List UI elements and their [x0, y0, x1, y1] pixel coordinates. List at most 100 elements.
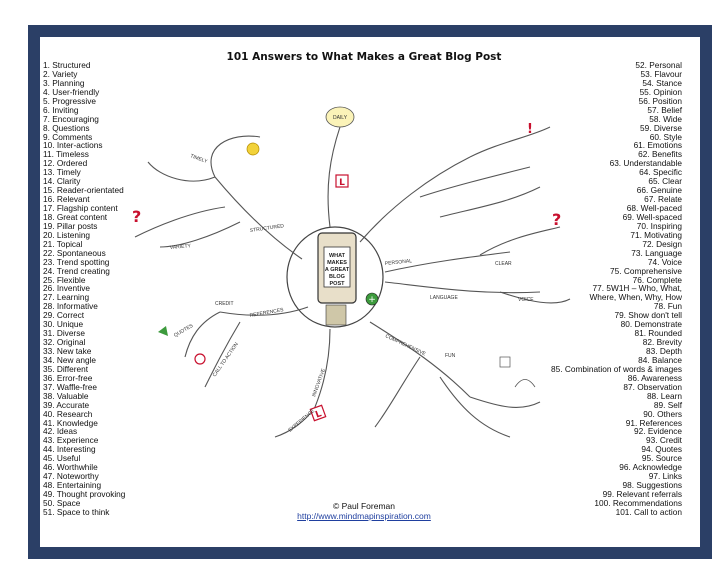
left-answer-item: 31. Diverse — [43, 328, 85, 339]
right-answer-item: 99. Relevant referrals — [602, 489, 682, 499]
left-answer-item: 5. Progressive — [43, 95, 97, 106]
right-answer-item: 83. Depth — [646, 346, 682, 356]
right-answer-item: 91. References — [625, 417, 682, 428]
left-answer-item: 35. Different — [43, 363, 89, 374]
right-answer-item: 79. Show don't tell — [614, 310, 682, 321]
center-line-3: A GREAT — [325, 267, 350, 273]
right-answer-item: 95. Source — [641, 453, 682, 464]
right-answer-item: 66. Genuine — [636, 185, 682, 196]
right-answer-item: Where, When, Why, How — [589, 292, 682, 303]
left-answer-item: 17. Flagship content — [43, 203, 118, 213]
left-answer-item: 21. Topical — [43, 238, 83, 249]
page-title: 101 Answers to What Makes a Great Blog P… — [226, 51, 502, 63]
right-answer-item: 93. Credit — [646, 435, 682, 446]
right-answer-item: 90. Others — [643, 408, 682, 419]
right-answer-item: 80. Demonstrate — [620, 319, 682, 330]
right-answer-item: 81. Rounded — [634, 328, 682, 339]
left-answer-item: 9. Comments — [43, 131, 93, 142]
right-answer-item: 53. Flavour — [640, 68, 682, 79]
map-word-timely: TIMELY — [189, 153, 208, 165]
right-answer-item: 97. Links — [648, 471, 682, 482]
center-line-1: WHAT — [329, 253, 346, 259]
left-answer-item: 28. Informative — [43, 301, 98, 312]
left-answer-item: 50. Space — [43, 497, 81, 508]
left-answer-item: 44. Interesting — [43, 444, 96, 455]
right-answer-item: 56. Position — [638, 95, 682, 106]
left-answer-item: 49. Thought provoking — [43, 489, 126, 499]
left-answer-item: 10. Inter-actions — [43, 140, 103, 151]
frame-icon — [499, 356, 511, 368]
right-answer-item: 61. Emotions — [633, 140, 682, 151]
right-answer-item: 86. Awareness — [627, 372, 682, 383]
right-answer-item: 60. Style — [649, 131, 682, 142]
svg-text:L: L — [339, 178, 345, 188]
right-answer-item: 55. Opinion — [639, 86, 682, 97]
right-answer-item: 76. Complete — [632, 274, 682, 285]
left-answer-item: 43. Experience — [43, 435, 99, 446]
target-icon — [194, 353, 206, 365]
exclamation-icon: ! — [527, 122, 533, 137]
right-answer-item: 98. Suggestions — [622, 480, 682, 491]
right-answer-item: 57. Belief — [647, 104, 682, 115]
left-answer-item: 24. Trend creating — [43, 265, 110, 276]
left-answer-item: 14. Clarity — [43, 176, 81, 187]
right-answer-item: 92. Evidence — [634, 426, 682, 437]
map-word-daily: DAILY — [333, 115, 348, 121]
pillar-block-icon — [325, 304, 347, 326]
right-answer-item: 69. Well-spaced — [622, 211, 682, 222]
left-answer-item: 38. Valuable — [43, 390, 89, 401]
left-answer-item: 13. Timely — [43, 167, 81, 178]
map-word-experience: EXPERIENCE — [287, 408, 316, 434]
left-answer-item: 34. New angle — [43, 354, 97, 365]
left-answer-item: 7. Encouraging — [43, 113, 99, 124]
left-answer-item: 39. Accurate — [43, 399, 90, 410]
right-answer-item: 67. Relate — [644, 194, 682, 205]
map-word-comprehensive: COMPREHENSIVE — [384, 333, 427, 357]
arrow-icon — [158, 326, 168, 336]
left-answer-item: 40. Research — [43, 408, 93, 419]
map-word-clear: CLEAR — [495, 261, 512, 267]
learner-plate-icons: L L — [309, 174, 349, 422]
left-answer-item: 29. Correct — [43, 310, 85, 321]
left-answer-item: 48. Entertaining — [43, 480, 102, 491]
left-answer-item: 30. Unique — [43, 319, 84, 330]
left-answer-item: 33. New take — [43, 346, 92, 356]
right-answer-item: 59. Diverse — [640, 122, 682, 133]
left-answer-item: 2. Variety — [43, 68, 78, 79]
left-answer-item: 12. Ordered — [43, 158, 88, 169]
right-answer-item: 73. Language — [631, 247, 682, 258]
right-answer-item: 77. 5W1H – Who, What, — [592, 283, 682, 294]
question-mark-icon: ? — [552, 210, 561, 229]
map-word-voice: VOICE — [518, 297, 534, 303]
website-link[interactable]: http://www.mindmapinspiration.com — [297, 511, 431, 521]
left-answer-item: 36. Error-free — [43, 372, 93, 383]
right-answer-item: 89. Self — [653, 399, 682, 410]
left-answer-item: 18. Great content — [43, 211, 108, 222]
right-answer-item: 101. Call to action — [615, 506, 682, 517]
question-mark-icon: ? — [132, 207, 141, 226]
left-answer-item: 11. Timeless — [43, 149, 89, 160]
svg-text:+: + — [368, 295, 376, 305]
map-word-references: REFERENCES — [249, 307, 284, 319]
center-line-2: MAKES — [327, 260, 347, 266]
right-answer-item: 84. Balance — [638, 354, 682, 365]
left-answer-item: 32. Original — [43, 337, 86, 348]
right-answer-item: 65. Clear — [648, 176, 682, 187]
left-answer-item: 51. Space to think — [43, 506, 110, 517]
mind-map-diagram: WHAT MAKES A GREAT BLOG POST + — [132, 106, 571, 438]
left-answer-item: 46. Worthwhile — [43, 462, 98, 473]
map-word-credit: CREDIT — [215, 301, 234, 307]
right-answer-item: 52. Personal — [635, 60, 682, 70]
stick-figure-icon — [514, 379, 536, 388]
right-answer-item: 96. Acknowledge — [619, 462, 682, 473]
right-answer-item: 62. Benefits — [638, 149, 682, 160]
right-answer-item: 70. Inspiring — [636, 220, 682, 231]
center-line-5: POST — [330, 281, 346, 287]
right-answer-item: 85. Combination of words & images — [551, 363, 682, 374]
mind-map-branches — [134, 114, 571, 438]
left-answer-item: 41. Knowledge — [43, 417, 98, 428]
center-line-4: BLOG — [329, 274, 345, 280]
right-answer-item: 71. Motivating — [630, 229, 682, 240]
